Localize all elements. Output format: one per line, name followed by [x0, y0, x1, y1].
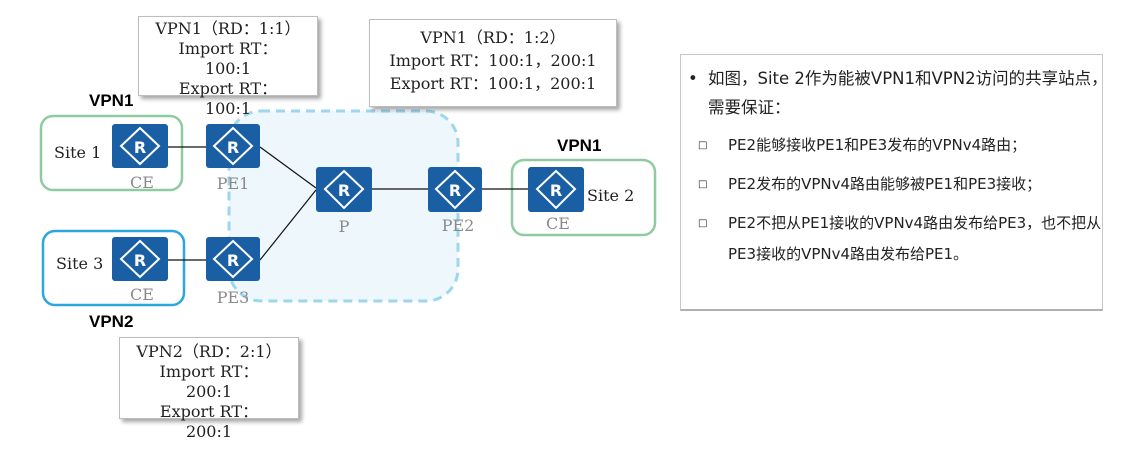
link-pe3-p	[259, 189, 317, 261]
requirement-text: PE2能够接收PE1和PE3发布的VPNv4路由；	[728, 136, 1027, 154]
router-glyph: R	[338, 181, 350, 200]
config-line: Export RT：	[159, 402, 259, 421]
router-pe1[interactable]: R	[206, 124, 260, 168]
router-glyph: R	[134, 251, 146, 270]
pe1-label: PE1	[217, 174, 250, 193]
config-line: VPN2（RD：2:1）	[136, 342, 282, 361]
explanation-panel	[680, 54, 1103, 311]
square-bullet-icon: □	[698, 218, 708, 229]
links	[168, 146, 528, 261]
router-ce3[interactable]: R	[112, 237, 168, 281]
intro-paragraph: • 如图，Site 2作为能被VPN1和VPN2访问的共享站点，需要保证：	[688, 64, 1118, 122]
site1-vpn-label: VPN1	[89, 91, 134, 110]
config-line: 100:1	[204, 99, 252, 118]
intro-text: 如图，Site 2作为能被VPN1和VPN2访问的共享站点，需要保证：	[708, 69, 1108, 117]
router-pe2[interactable]: R	[428, 167, 482, 212]
router-p[interactable]: R	[316, 167, 372, 212]
vpn1-pe2-config-box: VPN1（RD：1:2） Import RT：100:1，200:1 Expor…	[369, 19, 617, 107]
square-bullet-icon: □	[698, 140, 708, 151]
config-line: Import RT：	[178, 39, 278, 58]
square-bullet-icon: □	[698, 179, 708, 190]
site1-label: Site 1	[54, 143, 101, 162]
site3-label: Site 3	[56, 254, 103, 273]
config-line: Import RT：	[159, 362, 259, 381]
router-glyph: R	[550, 181, 562, 200]
config-line: VPN1（RD：1:2）	[420, 28, 566, 47]
ce1-label: CE	[130, 173, 154, 192]
router-pe3[interactable]: R	[206, 237, 260, 281]
pe2-label: PE2	[442, 216, 475, 235]
requirement-text: PE2不把从PE1接收的VPNv4路由发布给PE3，也不把从PE3接收的VPNv…	[728, 214, 1102, 263]
router-glyph: R	[227, 138, 239, 157]
requirement-text: PE2发布的VPNv4路由能够被PE1和PE3接收；	[728, 175, 1042, 193]
router-glyph: R	[134, 138, 146, 157]
requirement-item: □ PE2不把从PE1接收的VPNv4路由发布给PE3，也不把从PE3接收的VP…	[688, 208, 1118, 270]
config-line: Export RT：100:1，200:1	[389, 74, 597, 93]
ce2-label: CE	[546, 214, 570, 233]
config-line: 100:1	[204, 59, 252, 78]
router-ce1[interactable]: R	[112, 124, 168, 168]
config-line: 200:1	[185, 422, 233, 441]
site3-vpn-label: VPN2	[89, 312, 134, 331]
explanation-text: • 如图，Site 2作为能被VPN1和VPN2访问的共享站点，需要保证： □ …	[688, 64, 1118, 270]
config-line: VPN1（RD：1:1）	[155, 19, 301, 38]
router-glyph: R	[449, 181, 461, 200]
ce3-label: CE	[130, 285, 154, 304]
router-glyph: R	[227, 251, 239, 270]
pe3-label: PE3	[217, 288, 250, 307]
requirement-item: □ PE2能够接收PE1和PE3发布的VPNv4路由；	[688, 130, 1118, 161]
vpn2-pe3-config-box: VPN2（RD：2:1） Import RT： 200:1 Export RT：…	[119, 337, 299, 441]
requirement-item: □ PE2发布的VPNv4路由能够被PE1和PE3接收；	[688, 169, 1118, 200]
bullet-dot: •	[688, 69, 698, 88]
link-pe1-p	[259, 146, 317, 189]
site2-vpn-label: VPN1	[557, 136, 602, 155]
config-line: Import RT：100:1，200:1	[389, 51, 597, 70]
router-ce2[interactable]: R	[528, 167, 584, 212]
p-label: P	[339, 217, 350, 236]
site2-label: Site 2	[587, 186, 634, 205]
config-line: Export RT：	[178, 79, 278, 98]
vpn1-pe1-config-box: VPN1（RD：1:1） Import RT： 100:1 Export RT：…	[138, 16, 318, 118]
config-line: 200:1	[185, 382, 233, 401]
